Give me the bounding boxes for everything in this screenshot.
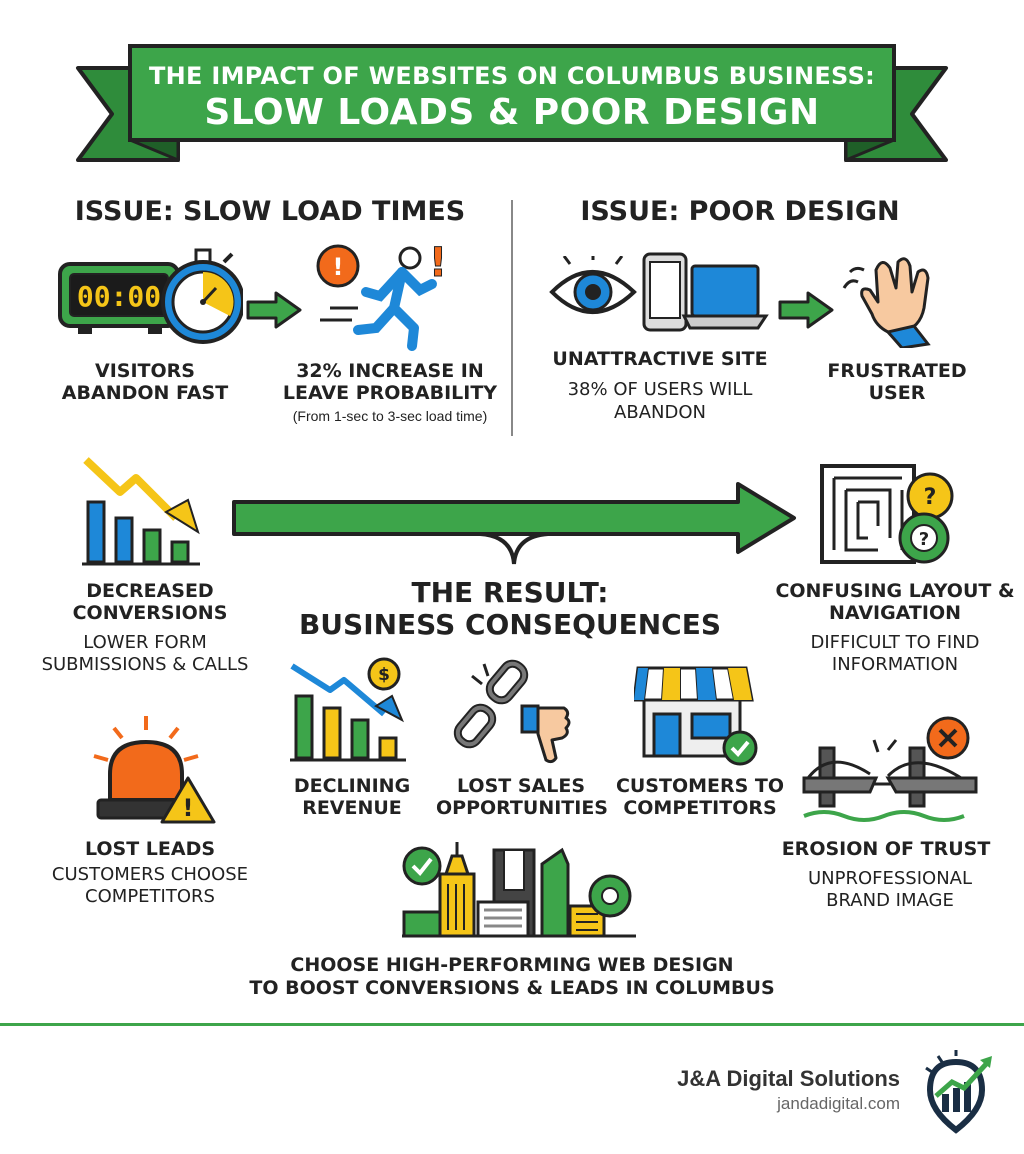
banner-title-line2: SLOW LOADS & POOR DESIGN xyxy=(204,92,820,133)
maze-gears-icon: ? ? xyxy=(820,464,954,564)
columbus-skyline-icon xyxy=(402,842,636,938)
cta-text: CHOOSE HIGH-PERFORMING WEB DESIGN TO BOO… xyxy=(0,954,1024,1000)
footer-divider xyxy=(0,1023,1024,1026)
banner-title-line1: THE IMPACT OF WEBSITES ON COLUMBUS BUSIN… xyxy=(148,62,876,90)
svg-text:$: $ xyxy=(378,665,390,685)
erosion-of-trust-sub: UNPROFESSIONAL BRAND IMAGE xyxy=(807,868,973,911)
confusing-layout-label: CONFUSING LAYOUT & NAVIGATION xyxy=(775,580,1015,624)
lost-leads-sub: CUSTOMERS CHOOSE COMPETITORS xyxy=(51,864,249,907)
slow-load-heading: ISSUE: SLOW LOAD TIMES xyxy=(74,196,466,227)
arrow-right-icon-2 xyxy=(778,291,834,329)
users-abandon-label: 38% OF USERS WILL ABANDON xyxy=(567,379,753,423)
result-heading-line2: BUSINESS CONSEQUENCES xyxy=(298,608,722,641)
broken-bridge-icon xyxy=(802,716,978,822)
company-url: jandadigital.com xyxy=(777,1094,900,1113)
lost-leads-label: LOST LEADS xyxy=(84,838,216,860)
result-item-label-2: LOST SALES OPPORTUNITIES xyxy=(436,775,608,819)
result-heading: THE RESULT: BUSINESS CONSEQUENCES xyxy=(290,577,730,641)
result-arrow xyxy=(232,482,796,565)
company-name: J&A Digital Solutions xyxy=(677,1066,900,1091)
storefront-icon xyxy=(634,666,758,766)
result-item-label-3: CUSTOMERS TO COMPETITORS xyxy=(615,775,785,819)
section-divider xyxy=(511,200,513,436)
result-heading-line1: THE RESULT: xyxy=(411,576,609,609)
svg-text:?: ? xyxy=(919,529,929,550)
title-banner xyxy=(76,44,948,163)
cta-line2: TO BOOST CONVERSIONS & LEADS IN COLUMBUS xyxy=(249,977,775,999)
eye-icon xyxy=(549,256,637,314)
arrow-right-icon xyxy=(246,291,302,329)
unattractive-site-label: UNATTRACTIVE SITE xyxy=(552,348,768,370)
frustrated-user-label: FRUSTRATED USER xyxy=(827,360,967,404)
erosion-of-trust-label: EROSION OF TRUST xyxy=(781,838,991,860)
load-time-note: (From 1-sec to 3-sec load time) xyxy=(292,408,488,424)
company-logo-icon xyxy=(925,1050,992,1134)
running-person-alert-icon: ! ! xyxy=(316,240,448,351)
broken-chain-icon xyxy=(453,659,571,764)
confusing-layout-sub: DIFFICULT TO FIND INFORMATION xyxy=(810,632,980,675)
timer-digits: 00:00 xyxy=(77,280,161,313)
visitors-abandon-label: VISITORS ABANDON FAST xyxy=(61,360,229,404)
decreased-conversions-label: DECREASED CONVERSIONS xyxy=(72,580,228,624)
footer-brand: J&A Digital Solutions jandadigital.com xyxy=(600,1066,900,1114)
devices-icon xyxy=(642,252,769,332)
cta-line1: CHOOSE HIGH-PERFORMING WEB DESIGN xyxy=(290,954,734,976)
declining-revenue-icon: $ xyxy=(290,657,406,762)
alarm-warning-icon: ! xyxy=(93,716,216,824)
svg-text:?: ? xyxy=(924,485,937,510)
frustrated-hand-icon xyxy=(842,257,931,348)
svg-text:!: ! xyxy=(183,794,194,822)
leave-probability-label: 32% INCREASE IN LEAVE PROBABILITY xyxy=(282,360,498,404)
result-item-label-1: DECLINING REVENUE xyxy=(293,775,411,819)
svg-text:!: ! xyxy=(429,240,447,286)
stopwatch-timer-icon: 00:00 xyxy=(58,248,243,344)
svg-text:!: ! xyxy=(333,253,344,281)
decreased-conversions-icon xyxy=(82,457,200,566)
decreased-conversions-sub: LOWER FORM SUBMISSIONS & CALLS xyxy=(41,632,249,675)
poor-design-heading: ISSUE: POOR DESIGN xyxy=(580,196,900,227)
